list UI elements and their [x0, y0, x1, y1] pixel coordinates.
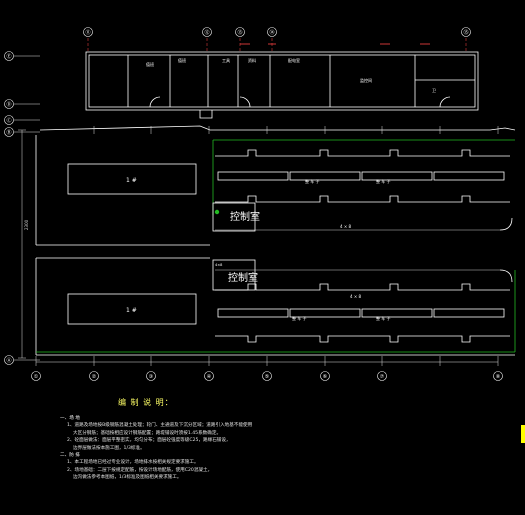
door-swing [149, 96, 161, 108]
axis-label: ③ [149, 374, 153, 380]
notes-line: 1、道路及场地按B级钢筋混凝土处理；轮门、主通道及下沉分区域；道路引入地基不能使… [67, 423, 253, 429]
room-label: 监控间 [360, 77, 372, 83]
notes-line: 边界层做法按本施工图，1/3标准。 [73, 445, 145, 451]
lower-yard [67, 259, 513, 343]
bay [361, 171, 433, 181]
control-room-lower [212, 259, 256, 291]
block-label: 1 # [126, 177, 137, 184]
axis-label: ⑧ [496, 374, 501, 380]
green-marker-icon [214, 209, 220, 215]
bottom-axis-bubbles [31, 371, 503, 381]
notes-line: 大区分钢筋；基础按相应设计钢筋配置；路堤铺设时须按1.45系数确定。 [73, 430, 222, 436]
rail-bottom [215, 335, 510, 343]
dimension-label: 4 × 8 [340, 224, 351, 229]
block-1-upper [67, 163, 197, 195]
site-boundary [35, 125, 516, 356]
left-axis-bubbles [4, 51, 14, 365]
axis-label: Ⓔ [6, 53, 11, 60]
yellow-accent-mark [521, 425, 525, 443]
bay [361, 308, 433, 318]
axis-label: Ⓒ [6, 117, 11, 124]
axis-label: ① [34, 374, 39, 380]
notes-line: 二、防 排 [60, 453, 80, 459]
axis-label: ⑥ [323, 374, 328, 380]
bay [433, 308, 505, 318]
notes-body: 一、场 地 1、道路及场地按B级钢筋混凝土处理；轮门、主通道及下沉分区域；道路引… [60, 415, 252, 482]
bay [289, 308, 361, 318]
bay-label: 整 车 子 [376, 315, 391, 321]
rail-bottom [215, 195, 510, 203]
door-swing [439, 96, 451, 108]
site-top-edge [39, 125, 516, 131]
bay [289, 171, 361, 181]
dimension-lines [14, 55, 499, 366]
green-boundary [36, 139, 516, 353]
axis-label: ⑪ [85, 29, 90, 36]
room-label: 卫 [432, 88, 436, 93]
room-label: 配电室 [288, 57, 300, 63]
control-room-label: 控制室 [228, 271, 258, 284]
axis-label: ② [92, 374, 97, 380]
room-label: 值班 [146, 61, 154, 67]
corner-curve [499, 217, 513, 231]
notes-title: 编 制 说 明： [118, 398, 174, 407]
notes-line: 1、本工程场地已经过专业设计，场地排水按相关规定要求施工。 [67, 460, 199, 466]
top-axis-bubbles [83, 27, 471, 37]
axis-label: Ⓐ [6, 357, 11, 364]
upper-yard [67, 149, 513, 232]
notes-line: 一、场 地 [60, 416, 80, 421]
axis-label: ⑤ [265, 374, 269, 380]
tag-label: 4×8 [215, 263, 222, 267]
axis-label: Ⓓ [6, 101, 11, 108]
dimension-label: 4 × 8 [350, 294, 361, 299]
axis-label: ⑫ [204, 29, 209, 36]
notes-line: 2、场地基础：二层下按规定配筋，按设计场地配筋，使用C20混凝土， [67, 467, 213, 473]
door-swing [239, 96, 251, 108]
rail-top [215, 283, 510, 291]
control-room-label: 控制室 [230, 210, 260, 223]
vertical-dimension-label: 2300 [24, 219, 29, 230]
control-room-upper [212, 202, 256, 232]
room-label: 资料 [248, 57, 256, 63]
bay [217, 308, 289, 318]
room-label: 工具 [222, 57, 230, 63]
bay-label: 整 车 子 [292, 315, 307, 321]
axis-label: ④ [207, 374, 212, 380]
axis-label: ⑭ [269, 29, 274, 36]
entry-step [199, 110, 213, 119]
notes-line: 2、砼面层做法：面层平整密实，均匀分布；面层砼强度等级C25，路缘石铺设， [67, 438, 231, 444]
bay [217, 171, 289, 181]
rail-top [215, 149, 510, 157]
corner-curve [499, 269, 513, 283]
building-inner-wall [88, 54, 476, 108]
block-1-lower [67, 293, 197, 325]
top-axis-lines [87, 38, 467, 52]
axis-label: ⑮ [463, 29, 468, 36]
building-outer-wall [85, 51, 479, 111]
block-label: 1 # [126, 307, 137, 314]
office-building [85, 43, 479, 119]
axis-label: ⑦ [380, 374, 385, 380]
axis-label: Ⓑ [6, 129, 11, 136]
axis-label: ⑬ [237, 29, 242, 36]
bay-label: 整 车 子 [305, 178, 320, 184]
bay-label: 整 车 子 [376, 178, 391, 184]
bay [433, 171, 505, 181]
room-label: 值班 [178, 57, 186, 63]
notes-line: 边沟做法参考本图纸，1/3标准及图纸相关要求施工。 [73, 475, 182, 481]
